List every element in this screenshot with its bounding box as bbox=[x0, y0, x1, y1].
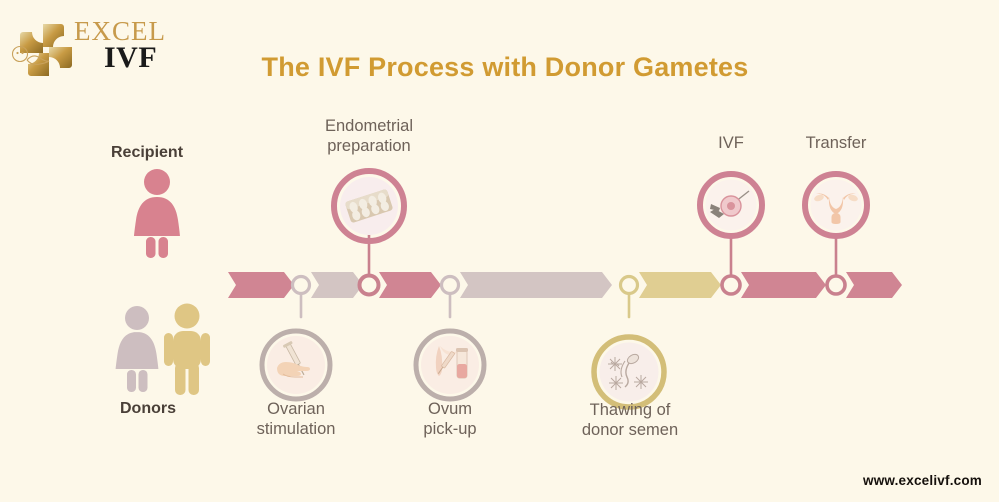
station-endometrial-preparation[interactable] bbox=[331, 168, 407, 244]
pill-blister-pack-icon bbox=[345, 189, 393, 223]
donors-label: Donors bbox=[120, 400, 176, 417]
station-thawing-of-donor-semen[interactable] bbox=[591, 334, 667, 410]
donor-female-figure bbox=[108, 305, 166, 393]
uterus-icon bbox=[814, 193, 858, 224]
icsi-micropipette-egg-icon bbox=[710, 190, 750, 218]
station-caption-ivf: IVF bbox=[718, 134, 744, 152]
donor-male-figure bbox=[160, 303, 214, 395]
station-ovarian-stimulation[interactable] bbox=[259, 328, 333, 402]
station-caption-endometrial-preparation: Endometrial preparation bbox=[324, 117, 414, 156]
station-transfer[interactable] bbox=[802, 171, 870, 239]
recipient-label: Recipient bbox=[111, 144, 184, 161]
station-ovum-pick-up[interactable] bbox=[413, 328, 487, 402]
timeline-arrows bbox=[228, 272, 902, 298]
footer-website-url[interactable]: www.excelivf.com bbox=[863, 473, 982, 488]
snowflake-sperm-thaw-icon bbox=[608, 353, 648, 390]
logo-wordmark: EXCEL IVF bbox=[74, 18, 174, 78]
recipient-female-figure bbox=[126, 168, 188, 258]
sleeping-baby-icon bbox=[9, 44, 51, 70]
pinwheel-logo-icon bbox=[18, 22, 74, 78]
ovum-retrieval-instruments-icon bbox=[435, 346, 468, 379]
station-caption-ovum-pick-up: Ovum pick-up bbox=[423, 400, 477, 439]
brand-logo: EXCEL IVF bbox=[11, 16, 174, 82]
process-timeline bbox=[0, 233, 999, 319]
hand-with-syringe-icon bbox=[277, 341, 310, 378]
station-ivf[interactable] bbox=[697, 171, 765, 239]
station-caption-thawing-of-donor-semen: Thawing of donor semen bbox=[581, 401, 679, 440]
station-caption-ovarian-stimulation: Ovarian stimulation bbox=[256, 400, 336, 439]
logo-excel-text: EXCEL bbox=[74, 16, 166, 46]
station-caption-transfer: Transfer bbox=[805, 134, 867, 152]
page-title: The IVF Process with Donor Gametes bbox=[261, 52, 749, 82]
logo-ivf-text: IVF bbox=[104, 41, 158, 74]
